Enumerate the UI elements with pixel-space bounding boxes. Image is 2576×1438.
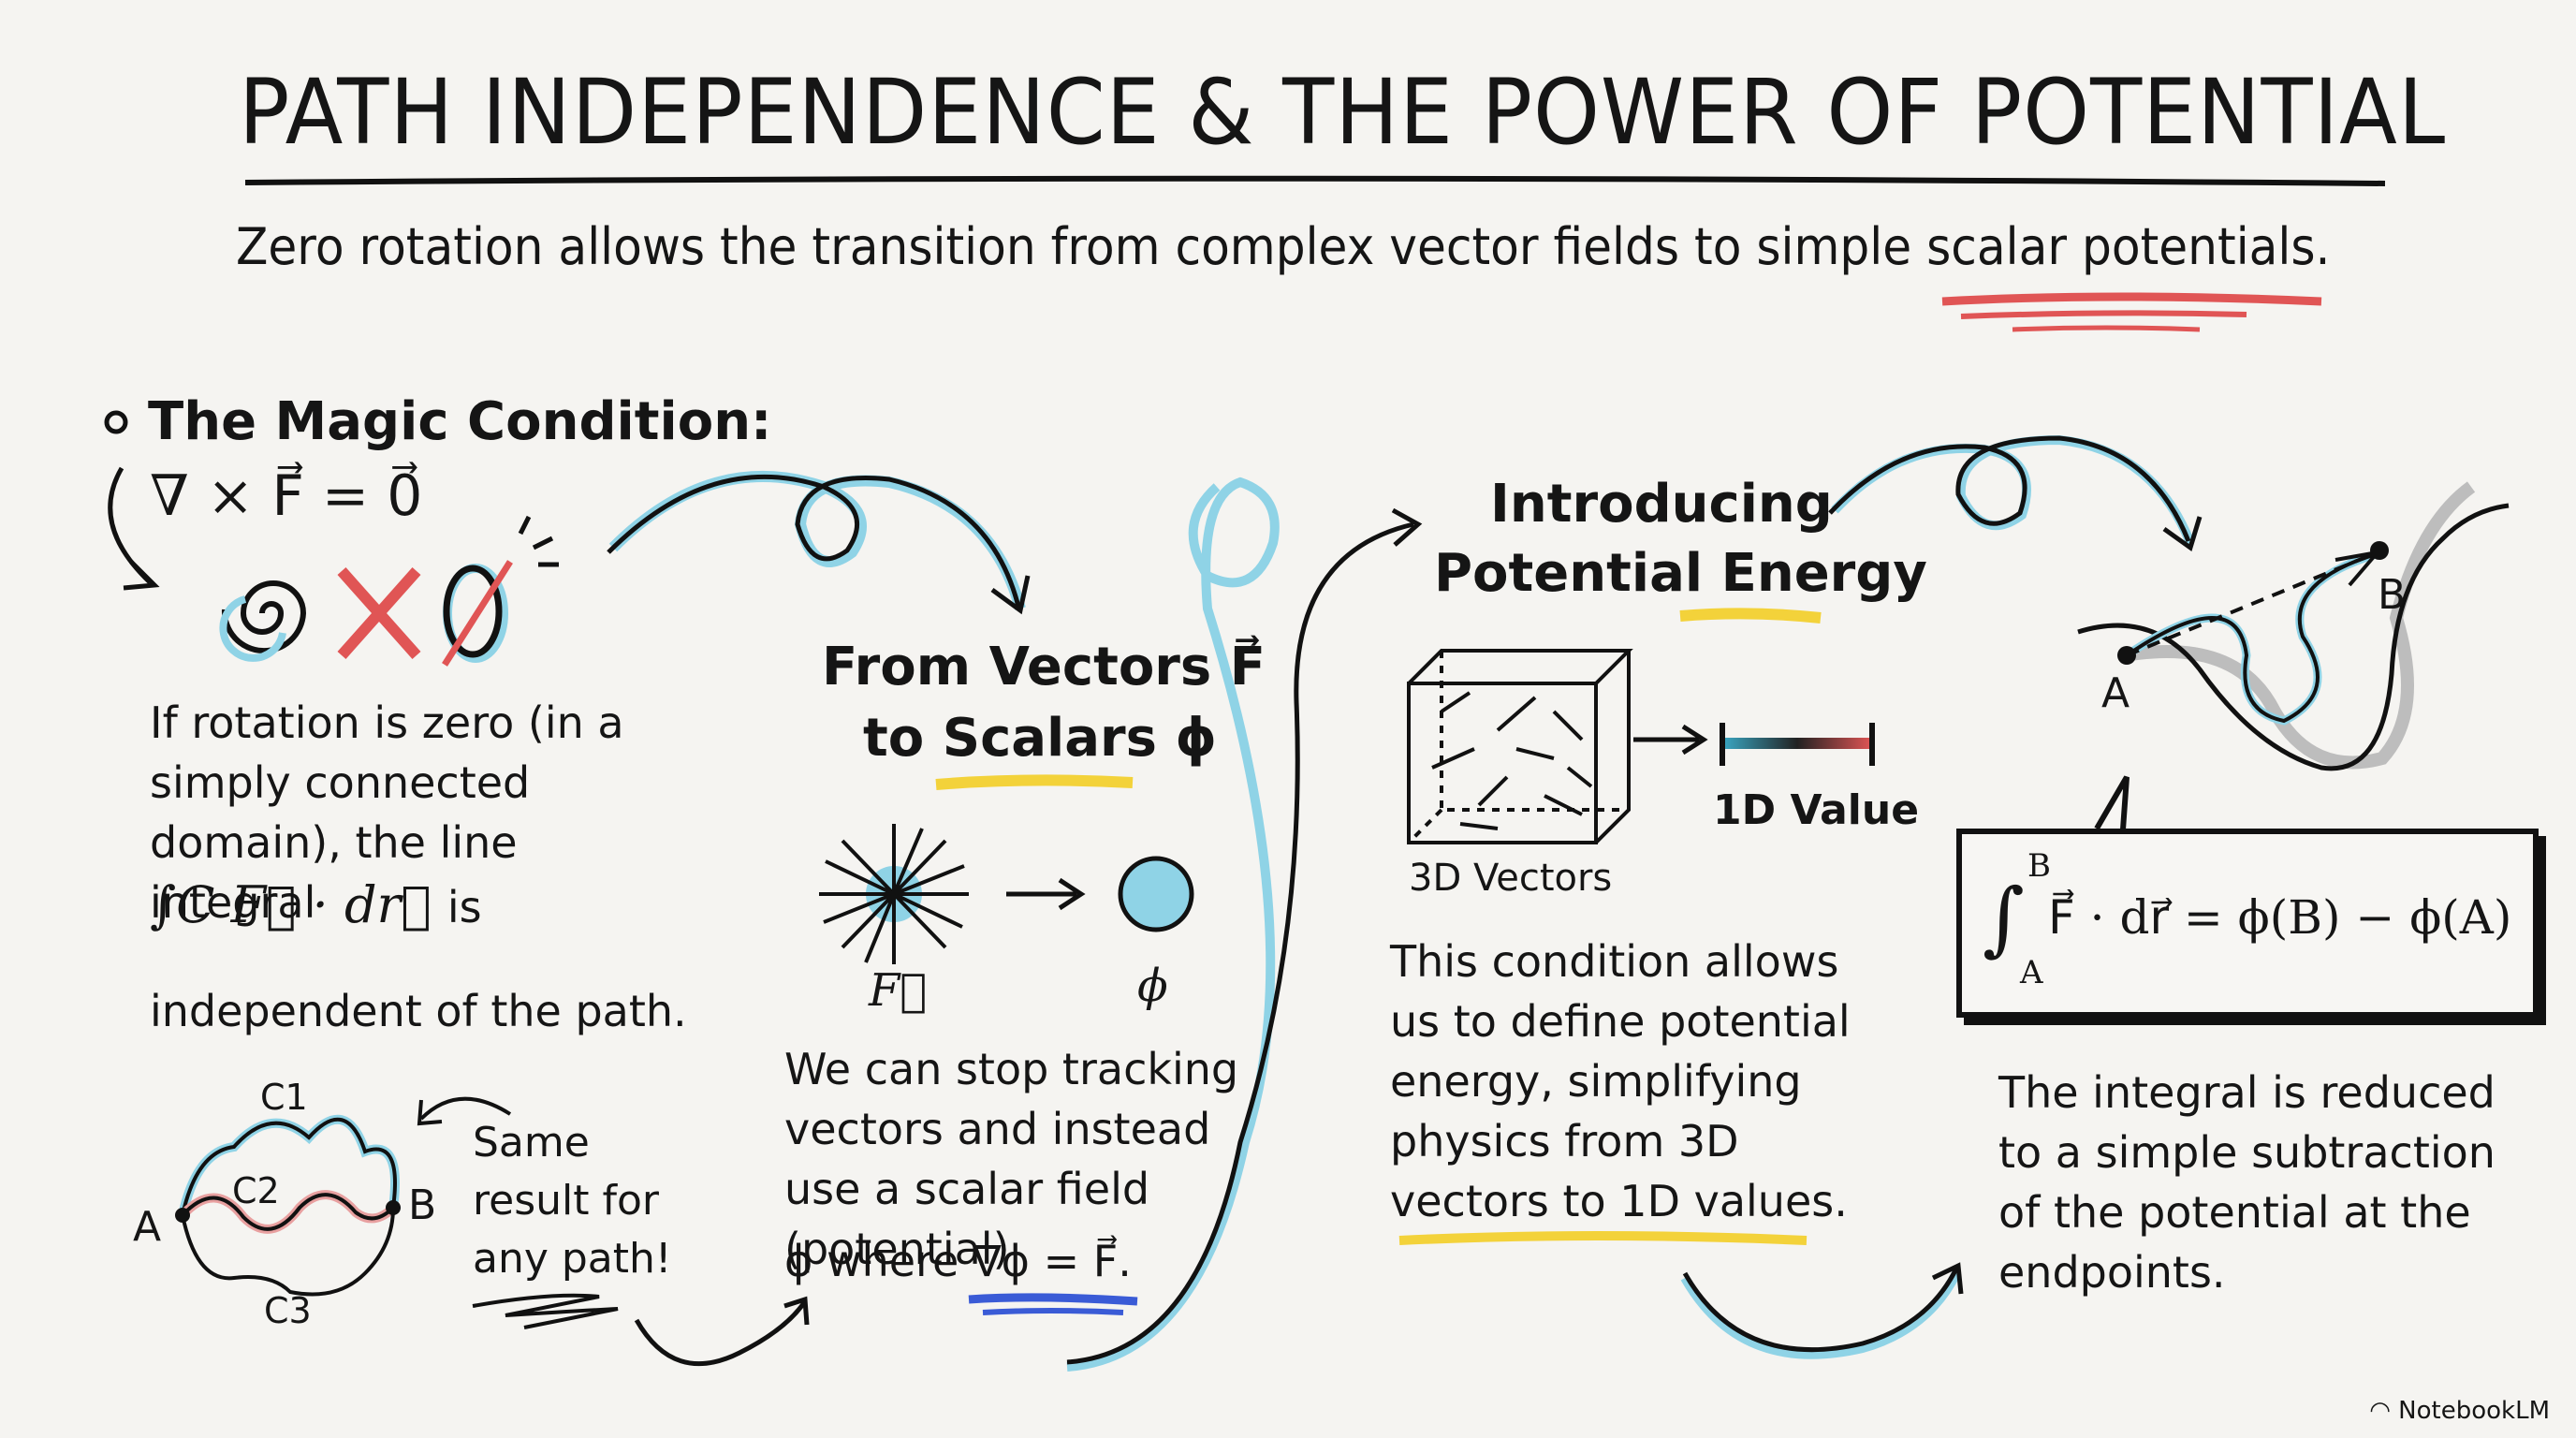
- formula-lower-limit: A: [2020, 954, 2043, 991]
- subtitle-highlight-2: [1960, 310, 2247, 319]
- path-point-a: A: [133, 1203, 162, 1251]
- title-underline: [244, 175, 2386, 186]
- top-arrow-glow: [1831, 434, 2195, 545]
- scribble-icon: [472, 1293, 619, 1329]
- bottom-arrowhead-1-icon: [783, 1296, 810, 1326]
- straight-path-dashed: [2126, 550, 2378, 657]
- potential-curve-shadow: [2123, 481, 2476, 770]
- integral-is-text: is: [446, 882, 482, 932]
- spiral-glow: [219, 595, 286, 662]
- potential-energy-heading: Potential Energy: [1434, 543, 1927, 604]
- zero-slash-icon: [442, 560, 513, 667]
- brand-label: ◠ NotebookLM: [2369, 1397, 2550, 1425]
- path-c1: [181, 1117, 397, 1216]
- scalar-ball-icon: [1118, 856, 1194, 932]
- panel1-body: If rotation is zero (in a simply connect…: [150, 697, 624, 928]
- loop-arrow-glow: [608, 471, 1026, 610]
- subtitle-highlight: [1941, 292, 2322, 306]
- scalar-field-label: ϕ: [1137, 960, 1168, 1012]
- loop-arrow-icon: [607, 474, 1021, 608]
- curl-arrowhead-icon: [123, 560, 160, 591]
- bottom-arrow-2-icon: [1682, 1267, 1959, 1353]
- one-d-value-label: 1D Value: [1713, 786, 1920, 834]
- path-glow: [2124, 548, 2384, 726]
- potential-curve: [2077, 503, 2510, 771]
- note-arrowhead-icon: [417, 1099, 443, 1126]
- energy-highlight: [1679, 608, 1822, 624]
- one-d-value-bar: [1722, 738, 1872, 749]
- scalars-heading: to Scalars ϕ: [863, 708, 1218, 769]
- top-arrowhead-icon: [2162, 516, 2203, 552]
- path-c2: [181, 1193, 395, 1231]
- connector-arrow-icon: [1066, 521, 1414, 1365]
- point-b-dot-right: [2370, 541, 2389, 560]
- cube-to-value-arrowhead-icon: [1681, 724, 1708, 756]
- three-d-vectors-label: 3D Vectors: [1409, 857, 1613, 900]
- vector-field-burst-icon: [819, 824, 969, 964]
- result-formula-box: ∫ B A F⃗ · dr⃗ = ϕ(B) − ϕ(A): [1956, 829, 2539, 1018]
- path-c3-label: C3: [264, 1290, 312, 1331]
- path-point-b: B: [408, 1181, 437, 1229]
- bullet-icon: [104, 410, 128, 434]
- connector-arrowhead-icon: [1391, 507, 1423, 547]
- brand-icon: ◠: [2369, 1397, 2399, 1425]
- formula-upper-limit: B: [2027, 847, 2051, 885]
- loop-arrowhead-icon: [990, 575, 1031, 615]
- page-subtitle: Zero rotation allows the transition from…: [236, 217, 2331, 276]
- panel4-body: The integral is reduced to a simple subt…: [1998, 1067, 2496, 1298]
- point-a-dot: [175, 1208, 190, 1223]
- callout-pointer: [2094, 775, 2130, 830]
- scalars-highlight: [935, 774, 1134, 790]
- rotation-spiral-icon: [221, 580, 307, 654]
- curl-arrow-icon: [108, 466, 152, 584]
- connector-glow: [1066, 477, 1280, 1372]
- panel1-body-end: independent of the path.: [150, 986, 687, 1036]
- introducing-heading: Introducing: [1490, 474, 1833, 535]
- curve-point-a: A: [2101, 669, 2130, 717]
- curve-point-b: B: [2378, 571, 2407, 619]
- path-c2-label: C2: [232, 1170, 280, 1211]
- bottom-arrow-2-glow: [1680, 1270, 1961, 1359]
- line-integral-row: ∫C F⃗ · dr⃗ is: [150, 875, 482, 937]
- path-c3: [181, 1207, 395, 1297]
- gradient-underline-2: [982, 1308, 1124, 1315]
- vectors-heading: From Vectors F⃗: [822, 637, 1266, 697]
- point-b-dot: [386, 1200, 401, 1215]
- path-curve: [2125, 550, 2383, 724]
- bottom-arrow-1-icon: [634, 1299, 808, 1367]
- vector-field-label: F⃗: [869, 964, 928, 1017]
- cube-3d-vectors-icon: [1407, 649, 1633, 844]
- curl-condition: ∇ × F⃗ = 0⃗: [150, 463, 423, 529]
- panel2-body-end: ϕ where ∇ϕ = F⃗.: [784, 1236, 1132, 1286]
- cross-icon: [337, 567, 421, 659]
- spark-icon: [518, 515, 559, 567]
- values-highlight: [1398, 1231, 1808, 1245]
- gradient-underline: [968, 1293, 1138, 1306]
- result-formula: F⃗ · dr⃗ = ϕ(B) − ϕ(A): [2048, 890, 2512, 945]
- same-result-note: Same result for any path!: [473, 1119, 672, 1283]
- point-a-dot-right: [2117, 646, 2136, 665]
- path-c1-label: C1: [260, 1077, 308, 1118]
- line-integral: ∫C F⃗ · dr⃗: [150, 875, 432, 934]
- page-title: PATH INDEPENDENCE & THE POWER OF POTENTI…: [239, 60, 2447, 165]
- magic-condition-heading: The Magic Condition:: [148, 391, 772, 452]
- value-bar-ends: [1720, 723, 1875, 766]
- zero-icon: [443, 565, 503, 658]
- integral-sign-icon: ∫: [1983, 872, 2025, 965]
- path-c2-glow: [179, 1190, 397, 1234]
- note-arrow-icon: [419, 1096, 512, 1121]
- panel3-body: This condition allows us to define poten…: [1390, 936, 1851, 1226]
- top-arrow-icon: [1828, 435, 2191, 542]
- subtitle-highlight-3: [2012, 325, 2201, 332]
- panel2-body: We can stop tracking vectors and instead…: [784, 1044, 1239, 1274]
- vector-to-scalar-arrowhead-icon: [1058, 877, 1086, 911]
- bottom-arrowhead-2-icon: [1931, 1262, 1964, 1295]
